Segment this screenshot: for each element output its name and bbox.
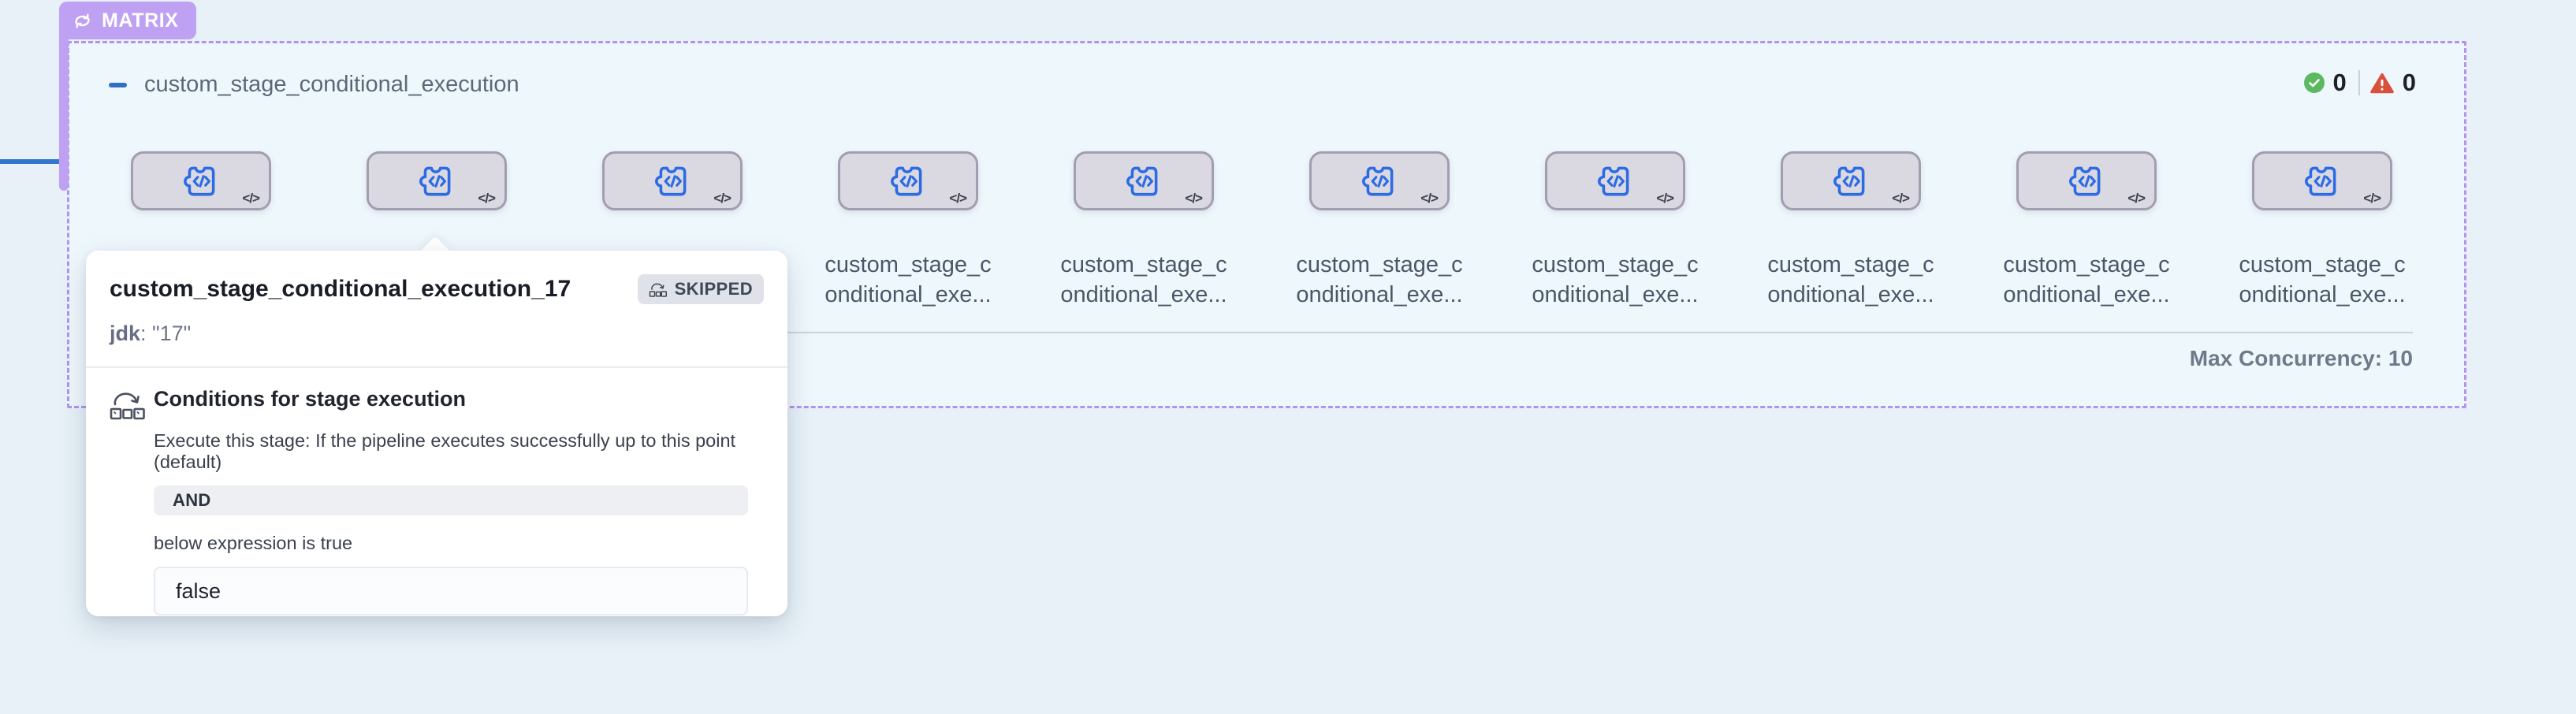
collapse-icon[interactable] xyxy=(109,82,127,87)
operator-bar: AND xyxy=(154,485,748,515)
stage-card[interactable]: </> xyxy=(838,151,978,210)
code-mini-icon: </> xyxy=(1892,191,1910,206)
matrix-param-line: jdk: "17" xyxy=(110,322,764,346)
success-check-icon xyxy=(2303,73,2325,93)
code-mini-icon: </> xyxy=(478,191,496,206)
custom-stage-icon xyxy=(891,166,922,195)
error-warning-icon xyxy=(2369,73,2394,93)
stage-card[interactable]: </> xyxy=(1309,151,1450,210)
stage-card[interactable]: </> xyxy=(367,151,507,210)
stage-cards-row: </> </> </> </> xyxy=(131,151,2392,210)
stage-card[interactable]: </> xyxy=(2016,151,2157,210)
code-mini-icon: </> xyxy=(1420,191,1439,206)
status-group: 0 0 xyxy=(2303,69,2416,97)
code-mini-icon: </> xyxy=(949,191,967,206)
custom-stage-icon xyxy=(419,166,451,195)
stage-card[interactable]: </> xyxy=(1545,151,1685,210)
popover-title: custom_stage_conditional_execution_17 xyxy=(110,276,571,302)
stage-card[interactable]: </> xyxy=(1074,151,1214,210)
custom-stage-icon xyxy=(2305,166,2336,195)
skip-icon xyxy=(649,283,667,297)
skipped-label: SKIPPED xyxy=(674,279,753,299)
pipeline-connector-line xyxy=(0,159,69,164)
param-key: jdk xyxy=(110,322,141,345)
popover-divider xyxy=(86,366,787,368)
conditions-heading: Conditions for stage execution xyxy=(154,387,467,411)
expression-value-box[interactable]: false xyxy=(154,567,748,615)
conditions-body: Conditions for stage execution Execute t… xyxy=(154,387,748,615)
code-mini-icon: </> xyxy=(1656,191,1674,206)
code-mini-icon: </> xyxy=(242,191,260,206)
stage-details-popover: custom_stage_conditional_execution_17 SK… xyxy=(86,251,787,616)
matrix-badge-label: MATRIX xyxy=(102,9,179,32)
matrix-group-title: custom_stage_conditional_execution xyxy=(144,72,519,97)
matrix-badge[interactable]: MATRIX xyxy=(59,2,196,39)
matrix-group-header: custom_stage_conditional_execution xyxy=(109,72,519,98)
custom-stage-icon xyxy=(655,166,687,195)
custom-stage-icon xyxy=(1833,166,1865,195)
conditional-execution-icon xyxy=(110,387,146,615)
code-mini-icon: </> xyxy=(2363,191,2381,206)
custom-stage-icon xyxy=(184,166,215,195)
conditions-section: Conditions for stage execution Execute t… xyxy=(110,387,764,615)
code-mini-icon: </> xyxy=(713,191,731,206)
expression-caption: below expression is true xyxy=(154,533,353,553)
param-value: : "17" xyxy=(140,322,192,345)
stage-card[interactable]: </> xyxy=(2252,151,2392,210)
custom-stage-icon xyxy=(1598,166,1629,195)
matrix-badge-tail xyxy=(59,32,69,191)
row-divider xyxy=(131,332,2413,333)
conditions-description: Execute this stage: If the pipeline exec… xyxy=(154,430,736,472)
stage-card[interactable]: </> xyxy=(602,151,743,210)
code-mini-icon: </> xyxy=(2127,191,2146,206)
max-concurrency-label: Max Concurrency: 10 xyxy=(2189,346,2413,370)
custom-stage-icon xyxy=(1362,166,1394,195)
success-count: 0 xyxy=(2332,69,2347,96)
error-count: 0 xyxy=(2402,69,2416,96)
stage-card[interactable]: </> xyxy=(131,151,271,210)
code-mini-icon: </> xyxy=(1185,191,1203,206)
custom-stage-icon xyxy=(1126,166,1158,195)
custom-stage-icon xyxy=(2069,166,2101,195)
loop-icon xyxy=(75,13,90,28)
stage-card[interactable]: </> xyxy=(1781,151,1921,210)
popover-header: custom_stage_conditional_execution_17 SK… xyxy=(110,274,764,304)
skipped-status-badge: SKIPPED xyxy=(637,274,764,304)
status-divider xyxy=(2358,70,2360,95)
